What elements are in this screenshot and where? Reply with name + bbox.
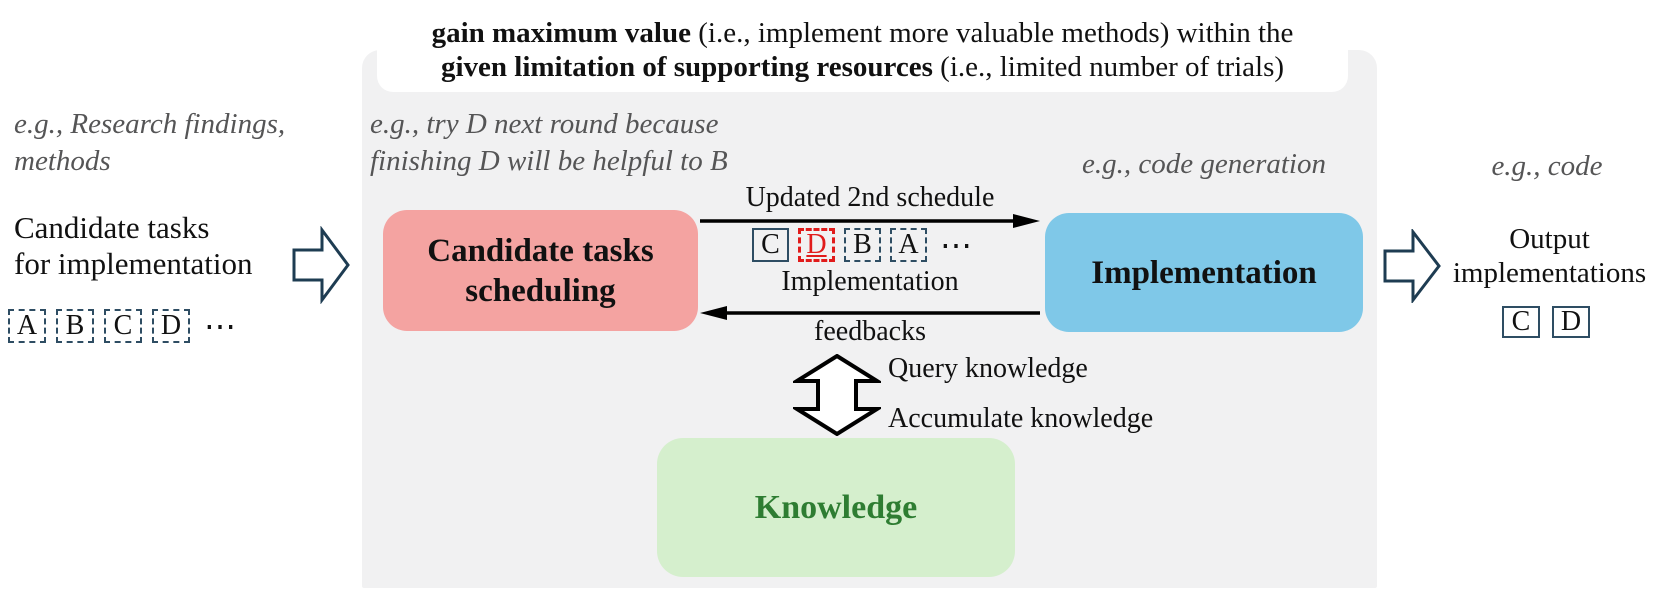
input-title: Candidate tasks for implementation <box>14 210 252 282</box>
goal-banner: gain maximum value (i.e., implement more… <box>377 8 1348 92</box>
input-title-line1: Candidate tasks <box>14 210 210 245</box>
scheduler-box: Candidate tasks scheduling <box>383 210 698 331</box>
query-knowledge-label: Query knowledge <box>888 353 1088 384</box>
schedule-chip-c-label: C <box>761 229 780 260</box>
scheduler-example-note-line2: finishing D will be helpful to B <box>370 145 728 177</box>
output-title-line2: implementations <box>1452 257 1647 289</box>
task-chip-b: B <box>56 309 94 343</box>
output-chip-d: D <box>1552 306 1590 338</box>
input-example-note: e.g., Research findings, methods <box>14 106 285 180</box>
schedule-task-list: C D B A ⋯ <box>752 226 974 264</box>
task-chip-d-label: D <box>160 310 182 341</box>
input-example-note-line2: methods <box>14 145 111 177</box>
scheduler-example-note-line1: e.g., try D next round because <box>370 108 719 140</box>
goal-banner-line2: given limitation of supporting resources… <box>441 50 1284 84</box>
schedule-chip-d-highlighted: D <box>798 228 835 262</box>
output-chip-d-label: D <box>1560 306 1582 337</box>
goal-banner-line1: gain maximum value (i.e., implement more… <box>432 16 1294 50</box>
output-title-line1: Output <box>1509 223 1590 255</box>
output-example-note: e.g., code <box>1491 150 1603 182</box>
goal-banner-line1-rest: (i.e., implement more valuable methods) … <box>691 17 1294 49</box>
schedule-chip-d-label: D <box>806 229 827 260</box>
feedback-arrow-label-line2: feedbacks <box>814 316 926 347</box>
output-task-list: C D <box>1502 306 1590 338</box>
schedule-chip-c: C <box>752 228 789 262</box>
input-task-list: A B C D ⋯ <box>8 307 238 345</box>
input-example-note-line1: e.g., Research findings, <box>14 108 286 140</box>
schedule-chip-b: B <box>844 228 881 262</box>
task-chip-c-label: C <box>113 310 133 341</box>
input-flow-arrow-icon <box>292 226 350 304</box>
knowledge-box-title: Knowledge <box>754 488 918 526</box>
schedule-arrow-icon <box>700 213 1040 229</box>
output-title: Output implementations <box>1442 222 1657 290</box>
task-chip-c: C <box>104 309 142 343</box>
feedback-arrow-label-line1: Implementation <box>781 266 959 297</box>
output-chip-c: C <box>1502 306 1540 338</box>
schedule-chip-a-label: A <box>898 229 919 260</box>
accumulate-knowledge-label: Accumulate knowledge <box>888 403 1154 434</box>
task-chip-a-label: A <box>16 310 38 341</box>
task-chip-a: A <box>8 309 46 343</box>
input-task-ellipsis: ⋯ <box>204 308 238 344</box>
output-chip-c-label: C <box>1511 306 1531 337</box>
schedule-chip-a: A <box>890 228 927 262</box>
scheduler-example-note: e.g., try D next round because finishing… <box>370 106 728 180</box>
feedback-arrow-icon <box>700 305 1040 321</box>
implementation-box-title: Implementation <box>1091 254 1317 291</box>
schedule-task-ellipsis: ⋯ <box>940 227 974 263</box>
task-chip-b-label: B <box>65 310 85 341</box>
goal-banner-line2-rest: (i.e., limited number of trials) <box>932 51 1285 83</box>
knowledge-double-arrow-icon <box>793 354 881 436</box>
input-title-line2: for implementation <box>14 246 253 281</box>
implementation-box: Implementation <box>1045 213 1363 332</box>
scheduler-box-title-line1: Candidate tasks <box>427 232 654 269</box>
goal-banner-line1-bold: gain maximum value <box>431 17 691 49</box>
task-chip-d: D <box>152 309 190 343</box>
scheduler-box-title-line2: scheduling <box>465 272 616 309</box>
implementation-example-note: e.g., code generation <box>1081 148 1326 180</box>
knowledge-box: Knowledge <box>657 438 1015 577</box>
schedule-arrow-label: Updated 2nd schedule <box>745 182 995 213</box>
goal-banner-line2-bold: given limitation of supporting resources <box>440 51 933 83</box>
output-flow-arrow-icon <box>1383 229 1441 303</box>
schedule-chip-b-label: B <box>853 229 872 260</box>
